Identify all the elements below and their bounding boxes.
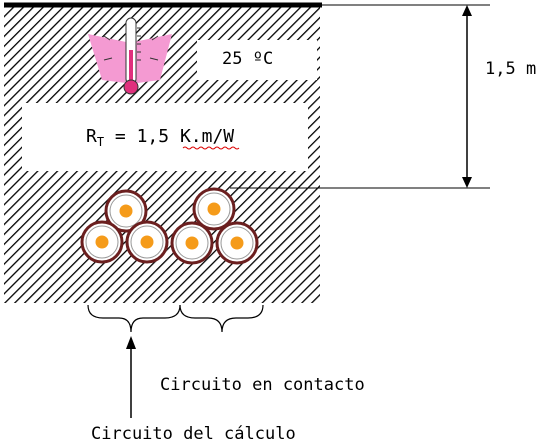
cable (192, 187, 236, 231)
cable (125, 220, 169, 264)
cable (170, 221, 214, 265)
calc-circuit-arrowhead (126, 336, 136, 349)
contact-circuit-label: Circuito en contacto (160, 375, 365, 395)
dimension-arrowhead-up (462, 5, 472, 16)
resistivity-symbol: R (86, 126, 97, 147)
cable (80, 220, 124, 264)
cable-group (80, 187, 259, 265)
temperature-box (197, 40, 317, 80)
dimension-arrowhead-down (462, 177, 472, 188)
calc-circuit-label: Circuito del cálculo (91, 424, 296, 444)
resistivity-value: = 1,5 (104, 126, 180, 147)
cable (215, 221, 259, 265)
resistivity-subscript: T (97, 135, 104, 149)
calc-circuit-brace (87, 304, 181, 333)
cable (104, 189, 148, 233)
thermometer-icon (88, 17, 172, 95)
contact-circuit-brace (179, 304, 264, 333)
resistivity-unit: K.m/W (180, 126, 234, 147)
spellcheck-underline (182, 146, 240, 150)
temperature-value: 25 ºC (222, 49, 273, 69)
resistivity-box (22, 103, 308, 171)
resistivity-label: RT = 1,5 K.m/W (86, 126, 234, 149)
depth-label: 1,5 m (485, 59, 536, 79)
